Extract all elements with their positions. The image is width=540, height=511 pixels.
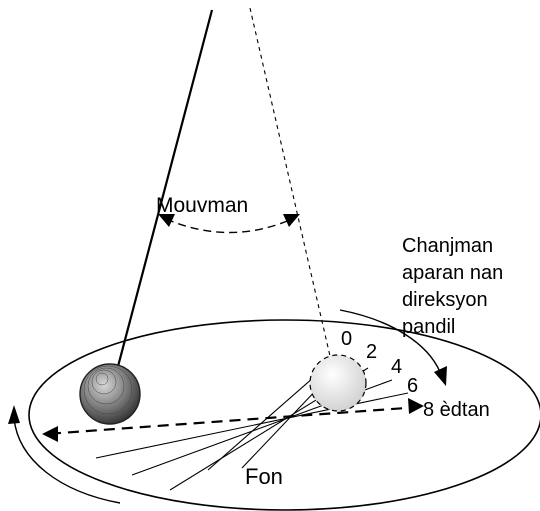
pendulum-wire (114, 9, 214, 375)
swing-line-8h (45, 405, 421, 436)
swing-arc-arrow-right (283, 214, 300, 227)
floor-ellipse (28, 319, 540, 511)
swing-arc-arrow-left (158, 214, 175, 227)
time-label-4: 4 (391, 356, 402, 378)
rotation-arc-right (339, 309, 441, 373)
time-label-0: 0 (341, 328, 352, 350)
time-label-6: 6 (407, 375, 418, 397)
caption-line-4: pandil (402, 316, 455, 338)
rotation-arrowhead-right (434, 366, 447, 386)
caption-line-3: direksyon (402, 289, 488, 311)
motion-label: Mouvman (156, 194, 248, 217)
pendulum-bob (79, 363, 141, 425)
arrowhead-right (408, 398, 424, 414)
time-label-8: 8 èdtan (423, 399, 490, 421)
rotation-arc-left (13, 417, 121, 504)
swing-arc (165, 218, 293, 234)
pendulum-bob-ghost (309, 354, 367, 412)
caption-line-2: aparan nan (402, 262, 503, 284)
floor-label: Fon (245, 464, 283, 489)
caption-line-1: Chanjman (402, 235, 493, 257)
arrowhead-left (42, 426, 58, 442)
pendulum-wire-dashed (249, 7, 331, 357)
rotation-arrowhead-left (8, 405, 20, 424)
time-label-2: 2 (366, 341, 377, 363)
